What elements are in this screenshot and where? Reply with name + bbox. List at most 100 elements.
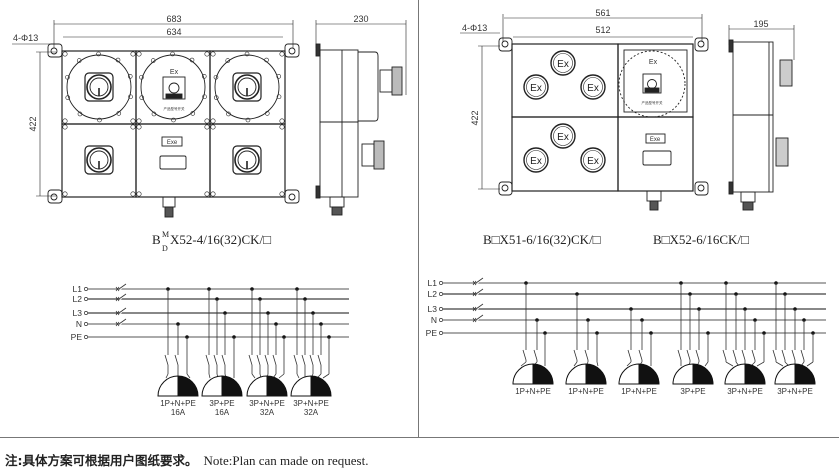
- breaker-icon: [272, 354, 277, 366]
- terminal-icon: [439, 318, 443, 322]
- breaker-icon: [695, 349, 700, 361]
- bus-label-l3: L3: [73, 308, 83, 318]
- breaker-icon: [732, 349, 737, 361]
- breaker-icon: [741, 349, 746, 361]
- breaker-icon: [301, 354, 306, 366]
- ex-socket-label: Ex: [530, 83, 542, 94]
- right-enclosure-side-view: [728, 25, 795, 211]
- bolt-icon: [225, 58, 231, 63]
- main-switch-icon: [118, 318, 127, 325]
- breaker-icon: [221, 354, 226, 366]
- breaker-icon: [772, 349, 777, 361]
- ex-socket-icon: [523, 147, 549, 173]
- bolt-icon: [62, 118, 68, 124]
- bolt-icon: [170, 51, 175, 57]
- left-exe-plate: Exe: [167, 140, 178, 146]
- breaker-icon: [293, 354, 298, 366]
- socket-type-label: 1P+N+PE: [621, 387, 657, 396]
- bus-label-n: N: [76, 319, 82, 329]
- bolt-icon: [204, 118, 210, 124]
- breaker-icon: [800, 349, 805, 361]
- left-dim-height: 422: [28, 116, 38, 131]
- socket-dome-icon: [618, 363, 640, 385]
- bolt-icon: [139, 95, 145, 100]
- bolt-icon: [171, 117, 176, 123]
- right-dim-height: 422: [470, 110, 480, 125]
- bolt-icon: [276, 94, 282, 100]
- terminal-icon: [439, 331, 443, 335]
- breaker-icon: [164, 354, 169, 366]
- left-wiring-diagram: L1L2L3NPE1P+N+PE16A3P+PE16A3P+N+PE32A3P+…: [71, 283, 349, 417]
- bus-label-pe: PE: [426, 328, 438, 338]
- breaker-icon: [751, 349, 756, 361]
- breaker-icon: [213, 354, 218, 366]
- socket-type-label: 3P+N+PE: [249, 399, 285, 408]
- ex-socket-label: Ex: [530, 156, 542, 167]
- breaker-icon: [627, 349, 632, 361]
- ex-socket-icon: [580, 147, 606, 173]
- breaker-icon: [791, 349, 796, 361]
- bolt-icon: [210, 191, 216, 197]
- socket-type-label: 3P+N+PE: [293, 399, 329, 408]
- breaker-icon: [522, 349, 527, 361]
- bolt-icon: [136, 51, 142, 57]
- bolt-icon: [279, 191, 285, 197]
- bolt-icon: [244, 51, 250, 57]
- svg-text:B: B: [152, 232, 161, 247]
- socket-circuit: 1P+N+PE: [512, 281, 554, 396]
- socket-circuit: 1P+N+PE: [565, 292, 607, 396]
- breaker-icon: [317, 354, 322, 366]
- bolt-icon: [127, 74, 133, 79]
- bolt-icon: [96, 51, 101, 57]
- bolt-icon: [204, 124, 210, 130]
- breaker-icon: [205, 354, 210, 366]
- terminal-icon: [439, 307, 443, 311]
- bolt-icon: [151, 111, 157, 117]
- bolt-icon: [213, 95, 219, 100]
- bolt-icon: [62, 191, 68, 197]
- socket-rating-label: 16A: [215, 408, 230, 417]
- socket-dome-icon: [246, 375, 268, 397]
- socket-rating-label: 16A: [171, 408, 186, 417]
- breaker-icon: [722, 349, 727, 361]
- main-switch-icon: [475, 277, 484, 284]
- breaker-icon: [309, 354, 314, 366]
- main-switch-icon: [475, 303, 484, 310]
- bolt-icon: [97, 117, 102, 123]
- socket-dome-icon: [290, 375, 312, 397]
- ex-socket-icon: [550, 50, 576, 76]
- bolt-icon: [77, 111, 83, 117]
- socket-circuit: 1P+N+PE: [618, 307, 660, 396]
- right-switch-ex-label: Ex: [649, 59, 658, 66]
- bus-label-l2: L2: [73, 294, 83, 304]
- right-dim-mount-width: 512: [595, 25, 610, 35]
- footnote-english: Note:Plan can made on request.: [203, 453, 369, 468]
- right-dim-overall-width: 561: [595, 8, 610, 18]
- svg-text:D: D: [162, 244, 168, 253]
- socket-type-label: 1P+N+PE: [515, 387, 551, 396]
- bolt-icon: [210, 118, 216, 124]
- right-model-label-2: B□X52-6/16CK/□: [653, 232, 749, 247]
- breaker-icon: [677, 349, 682, 361]
- socket-type-label: 3P+PE: [209, 399, 234, 408]
- svg-text:M: M: [162, 230, 169, 239]
- bolt-icon: [201, 74, 207, 79]
- bus-label-n: N: [431, 315, 437, 325]
- right-exe-plate: Exe: [650, 137, 661, 143]
- socket-type-label: 1P+N+PE: [160, 399, 196, 408]
- bolt-icon: [204, 51, 210, 57]
- bolt-icon: [130, 124, 136, 130]
- bolt-icon: [62, 51, 68, 57]
- left-enclosure-front-view: [12, 20, 300, 218]
- bolt-icon: [115, 57, 121, 63]
- socket-type-label: 1P+N+PE: [568, 387, 604, 396]
- socket-dome-icon: [774, 363, 796, 385]
- socket-rating-label: 32A: [260, 408, 275, 417]
